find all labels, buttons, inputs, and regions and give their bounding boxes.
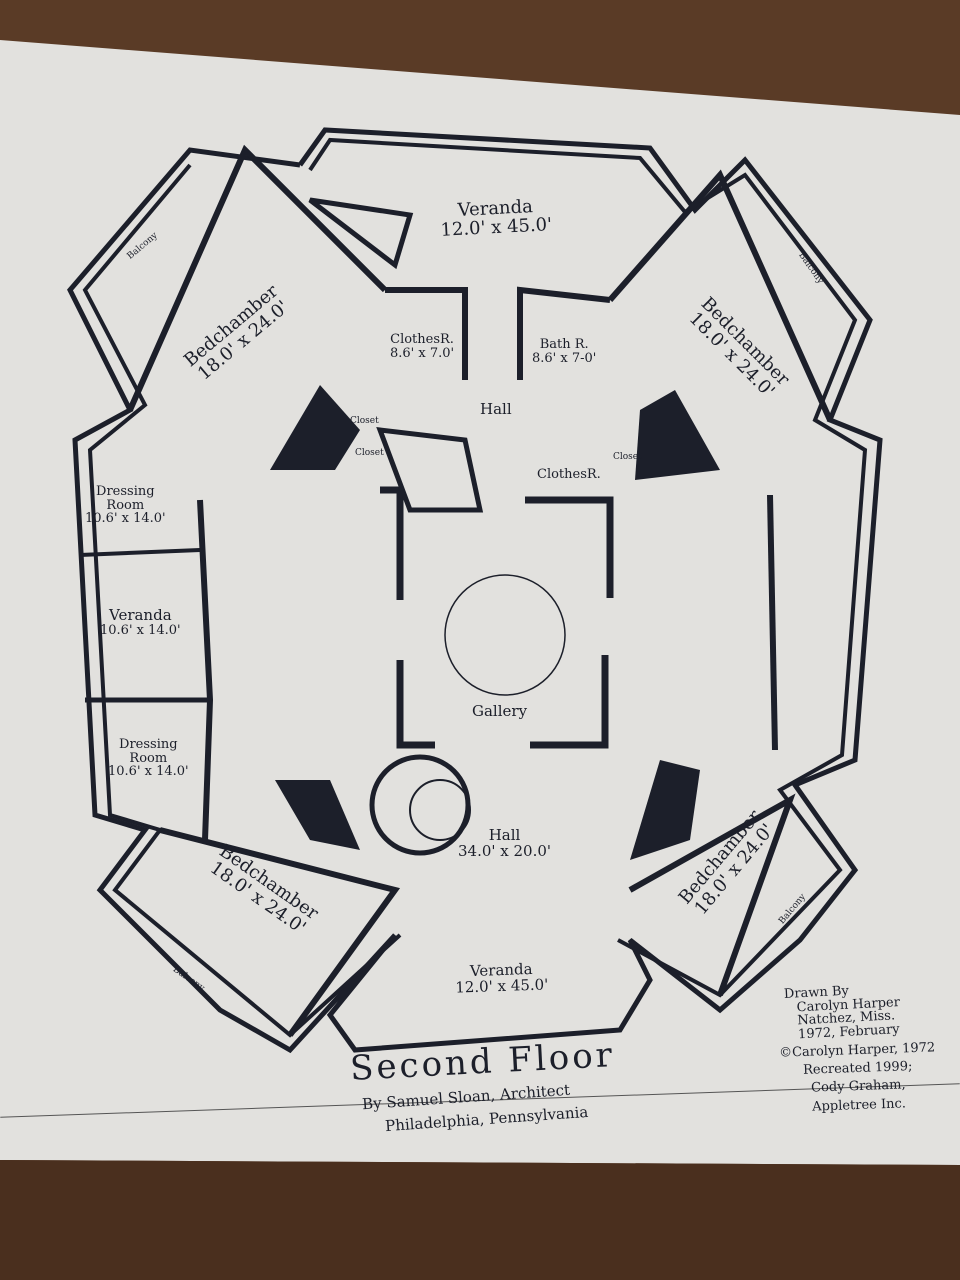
room-gallery: Gallery	[472, 702, 528, 720]
room-closet-3: Closet	[613, 452, 642, 462]
room-clothes-right: ClothesR.	[537, 467, 601, 482]
room-clothes-top: ClothesR.8.6' x 7.0'	[390, 333, 454, 360]
room-bath: Bath R.8.6' x 7-0'	[532, 338, 596, 365]
room-name: Bath R.	[539, 337, 589, 352]
room-size: 8.6' x 7-0'	[532, 350, 597, 366]
room-closet-1: Closet	[350, 416, 379, 426]
room-size: 34.0' x 20.0'	[458, 841, 552, 860]
floor-plan-walls	[67, 127, 883, 1054]
room-size: 10.6' x 14.0'	[85, 511, 166, 527]
room-hall-top: Hall	[480, 400, 512, 418]
paper-sheet	[0, 40, 960, 1165]
room-name-2: Room	[106, 497, 145, 513]
room-closet-2: Closet	[355, 448, 384, 458]
room-name: Veranda	[108, 606, 172, 624]
room-name-2: Room	[129, 750, 168, 766]
frame-bottom	[0, 1160, 960, 1280]
room-name: Dressing	[96, 484, 155, 499]
room-size: 10.6' x 14.0'	[100, 622, 181, 638]
room-name: Dressing	[119, 737, 178, 752]
chimney-blocks	[270, 385, 720, 860]
room-size: 10.6' x 14.0'	[108, 764, 189, 780]
copyright-credit: ©Carolyn Harper, 1972 Recreated 1999; Co…	[779, 1039, 938, 1117]
drawn-by-credit: Drawn By Carolyn Harper Natchez, Miss. 1…	[784, 982, 902, 1043]
room-name: Hall	[488, 826, 521, 844]
room-size: 8.6' x 7.0'	[390, 345, 455, 361]
room-size: 12.0' x 45.0'	[454, 975, 549, 997]
room-name: ClothesR.	[390, 332, 454, 347]
